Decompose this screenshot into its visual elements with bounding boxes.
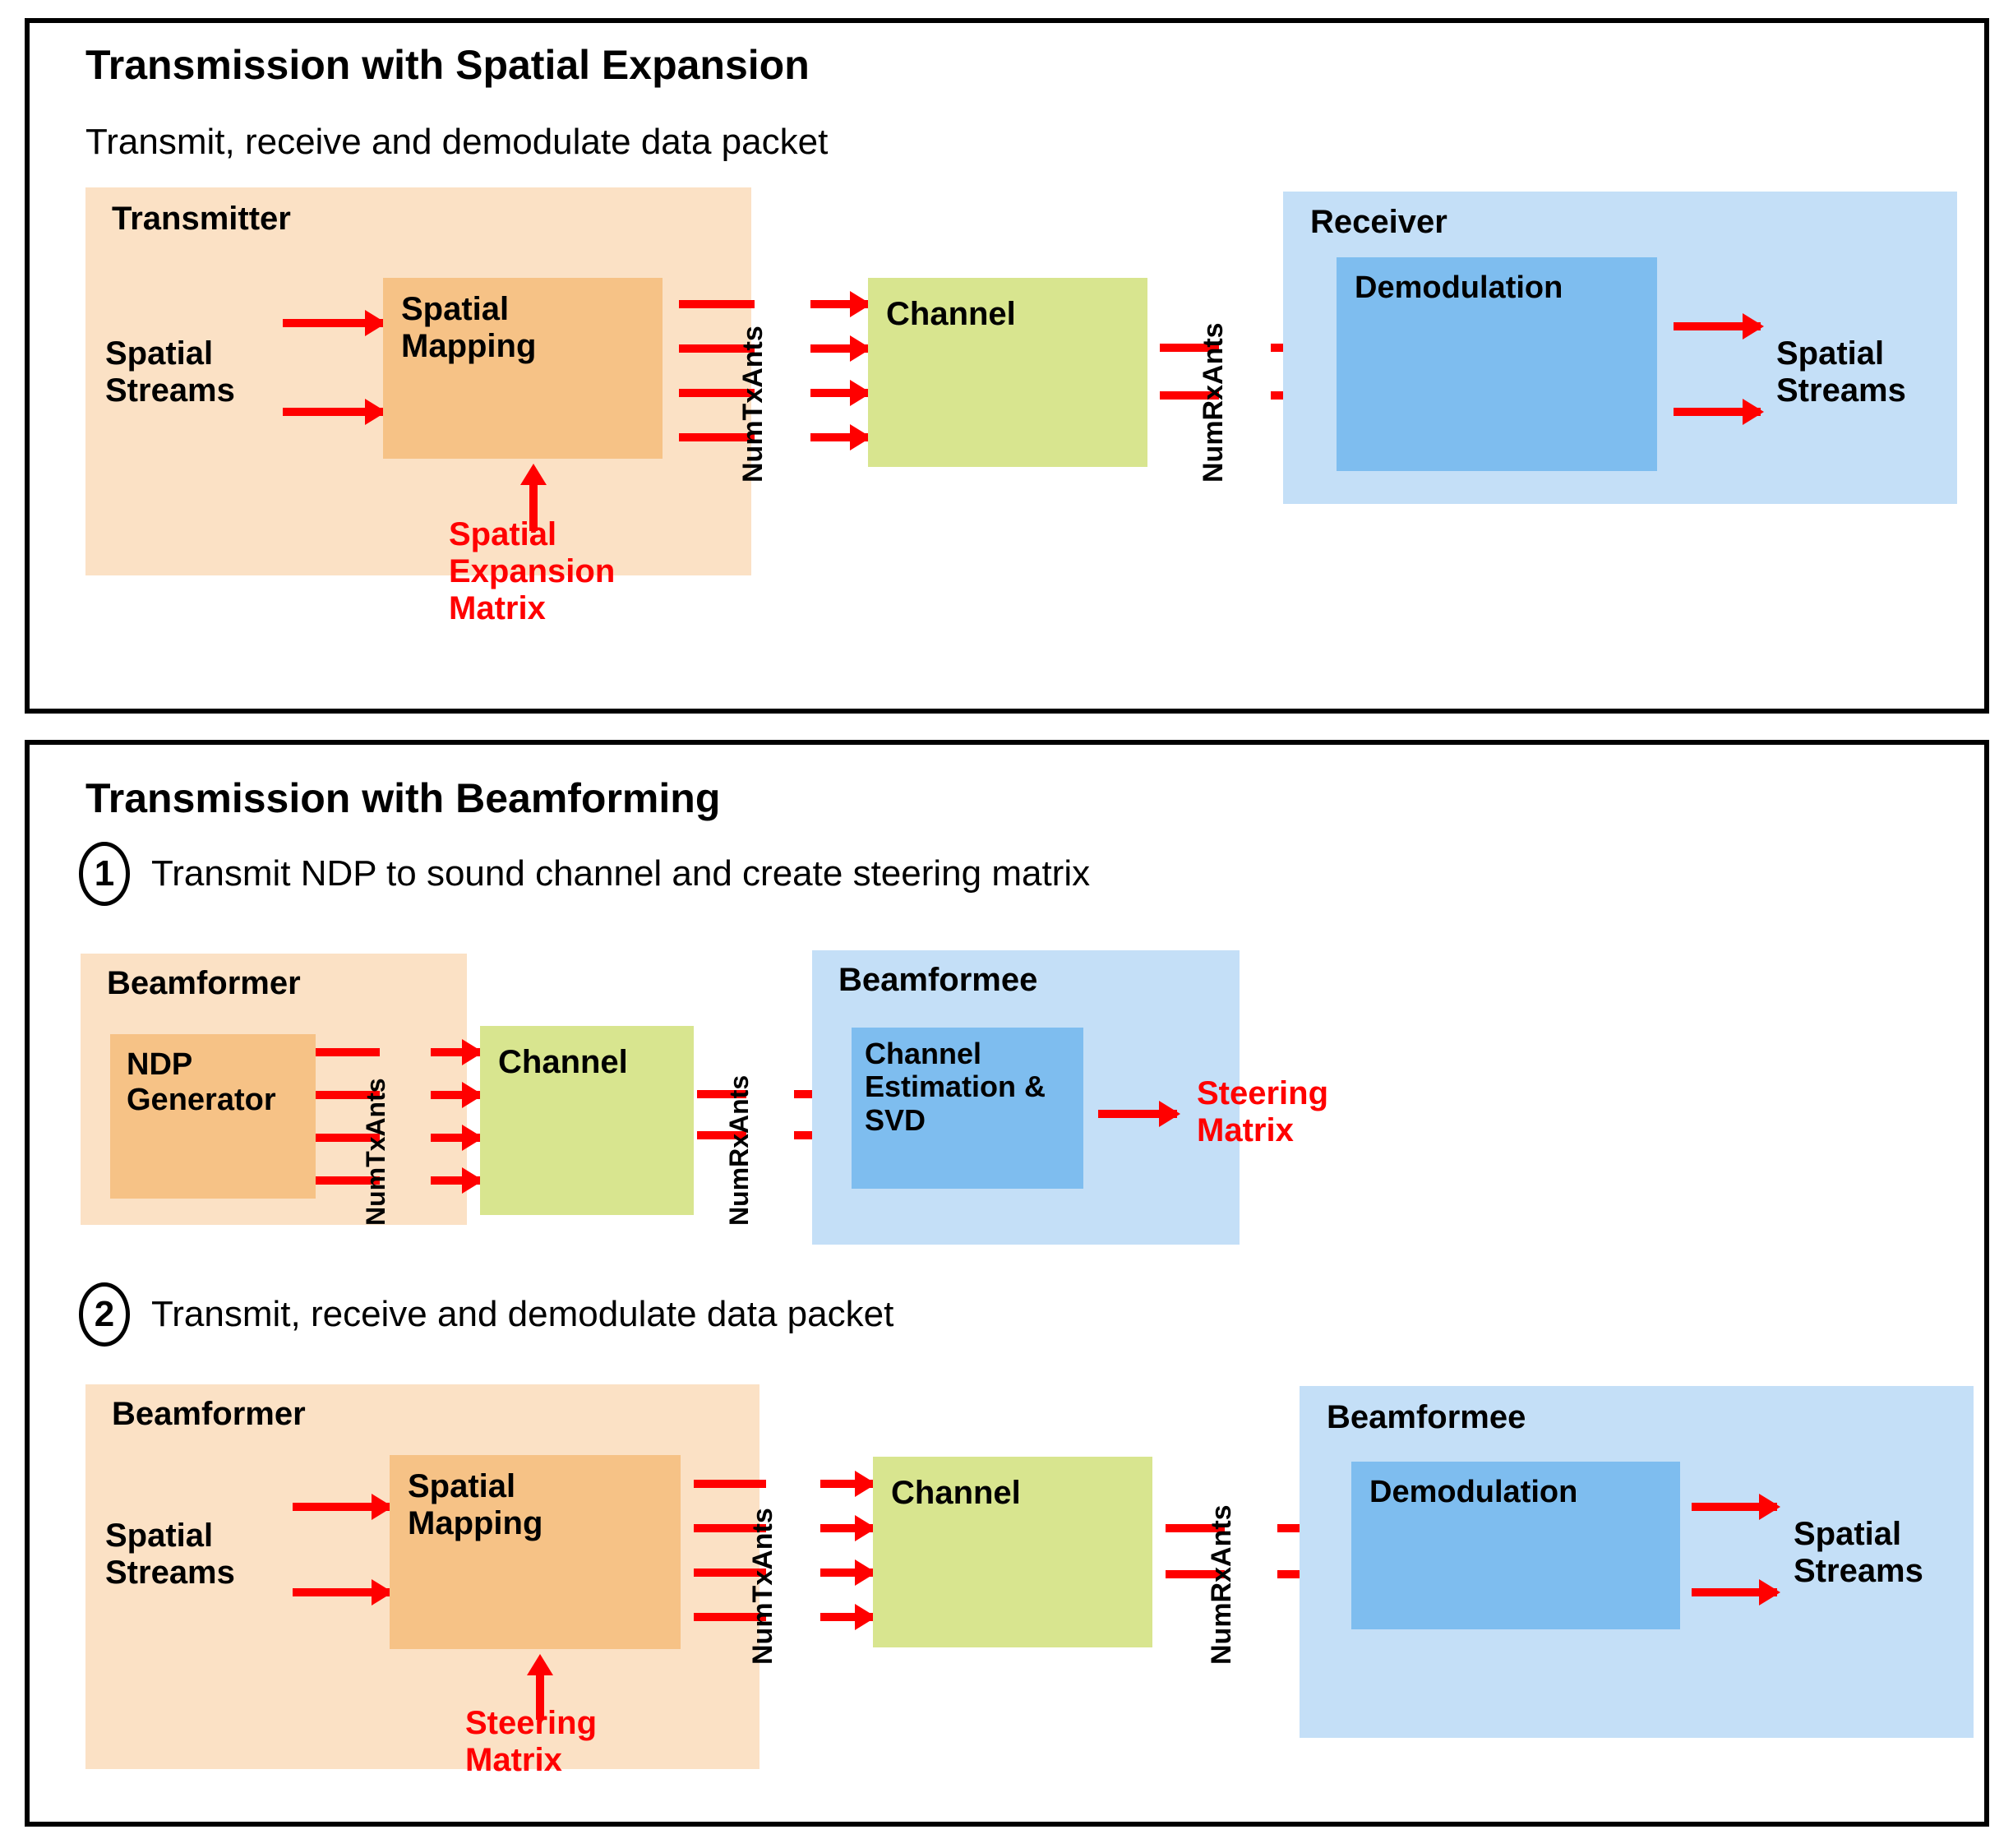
label-output-spatial-streams: Spatial Streams <box>1776 335 1906 409</box>
s2-zone-label-beamformer: Beamformer <box>112 1396 306 1432</box>
arrow-spatial-expansion-matrix <box>529 482 538 531</box>
panel-subtitle-spatial-expansion: Transmit, receive and demodulate data pa… <box>85 122 829 162</box>
step-2: 2 Transmit, receive and demodulate data … <box>79 1282 893 1347</box>
arrow-tx-ant-1 <box>810 300 868 308</box>
s1-arrow-tx-ant-1 <box>431 1048 480 1056</box>
s1-dash-rx-ant-1 <box>697 1090 746 1098</box>
step-2-number: 2 <box>79 1282 130 1347</box>
dash-tx-ant-1 <box>679 300 755 308</box>
s1-arrow-tx-ant-3 <box>431 1134 480 1142</box>
s2-label-num-rx-ants: NumRxAnts <box>1206 1504 1237 1665</box>
s2-dash-tx-ant-2 <box>694 1524 766 1532</box>
s2-label-num-tx-ants: NumTxAnts <box>747 1508 778 1665</box>
label-num-rx-ants: NumRxAnts <box>1198 322 1229 483</box>
s2-arrow-tx-ant-2 <box>820 1524 873 1532</box>
s1-label-num-rx-ants: NumRxAnts <box>724 1074 754 1226</box>
arrow-stream-1-out <box>1674 322 1761 330</box>
step-1-number: 1 <box>79 842 130 906</box>
s2-block-spatial-mapping: Spatial Mapping <box>390 1455 681 1649</box>
block-channel: Channel <box>868 278 1147 467</box>
s2-block-channel: Channel <box>873 1457 1152 1647</box>
block-spatial-mapping: Spatial Mapping <box>383 278 663 459</box>
s2-arrow-stream-2-in <box>293 1588 390 1596</box>
panel-spatial-expansion: Transmission with Spatial Expansion Tran… <box>25 18 1989 714</box>
s1-arrow-tx-ant-4 <box>431 1176 480 1185</box>
step-1: 1 Transmit NDP to sound channel and crea… <box>79 842 1090 906</box>
step-2-text: Transmit, receive and demodulate data pa… <box>151 1294 894 1334</box>
s1-dash-rx-ant-2 <box>697 1131 746 1139</box>
label-num-tx-ants: NumTxAnts <box>737 326 769 483</box>
s2-arrow-stream-2-out <box>1692 1588 1777 1596</box>
s2-label-output-spatial-streams: Spatial Streams <box>1794 1516 1923 1589</box>
block-label-spatial-mapping: Spatial Mapping <box>401 291 537 364</box>
panel-beamforming: Transmission with Beamforming 1 Transmit… <box>25 740 1989 1827</box>
s2-zone-label-beamformee: Beamformee <box>1327 1399 1526 1435</box>
arrow-tx-ant-3 <box>810 389 868 397</box>
s1-label-num-tx-ants: NumTxAnts <box>361 1078 390 1226</box>
s1-arrow-tx-ant-2 <box>431 1091 480 1099</box>
s2-arrow-tx-ant-1 <box>820 1480 873 1488</box>
s1-block-label-channel: Channel <box>498 1044 628 1080</box>
s2-arrow-stream-1-in <box>293 1503 390 1511</box>
s2-block-label-demodulation: Demodulation <box>1369 1475 1578 1509</box>
dash-tx-ant-3 <box>679 389 755 397</box>
arrow-stream-2-in <box>283 408 383 416</box>
s1-block-channel: Channel <box>480 1026 694 1215</box>
s1-block-channel-estimation-svd: Channel Estimation & SVD <box>852 1028 1083 1189</box>
s2-arrow-stream-1-out <box>1692 1503 1777 1511</box>
s1-zone-label-beamformer: Beamformer <box>107 965 301 1001</box>
dash-rx-ant-1 <box>1160 344 1219 352</box>
s2-arrow-tx-ant-4 <box>820 1613 873 1621</box>
s2-dash-tx-ant-3 <box>694 1568 766 1577</box>
block-label-demodulation: Demodulation <box>1355 270 1563 305</box>
zone-label-transmitter: Transmitter <box>112 201 291 237</box>
s2-arrow-steering-matrix <box>536 1672 544 1720</box>
s1-block-label-ndp-generator: NDP Generator <box>127 1047 276 1117</box>
arrow-stream-1-in <box>283 319 383 327</box>
arrow-tx-ant-2 <box>810 344 868 353</box>
s2-block-label-spatial-mapping: Spatial Mapping <box>408 1468 543 1541</box>
s2-dash-rx-ant-1 <box>1166 1524 1225 1532</box>
arrow-tx-ant-4 <box>810 433 868 441</box>
panel-title-beamforming: Transmission with Beamforming <box>85 775 721 821</box>
s2-block-label-channel: Channel <box>891 1475 1021 1511</box>
dash-tx-ant-2 <box>679 344 755 353</box>
s2-dash-tx-ant-1 <box>694 1480 766 1488</box>
block-demodulation: Demodulation <box>1337 257 1657 471</box>
label-input-spatial-streams: Spatial Streams <box>105 335 235 409</box>
label-spatial-expansion-matrix: Spatial Expansion Matrix <box>449 516 616 626</box>
s1-block-label-channel-estimation-svd: Channel Estimation & SVD <box>865 1037 1046 1137</box>
arrow-stream-2-out <box>1674 408 1761 416</box>
block-label-channel: Channel <box>886 296 1016 332</box>
s1-dash-tx-ant-2 <box>316 1091 380 1099</box>
s1-dash-tx-ant-1 <box>316 1048 380 1056</box>
panel-title-spatial-expansion: Transmission with Spatial Expansion <box>85 42 810 88</box>
dash-rx-ant-2 <box>1160 391 1219 400</box>
s1-dash-tx-ant-4 <box>316 1176 380 1185</box>
s1-block-ndp-generator: NDP Generator <box>110 1034 316 1199</box>
dash-tx-ant-4 <box>679 433 755 441</box>
s1-arrow-steering-matrix <box>1098 1110 1177 1118</box>
step-1-text: Transmit NDP to sound channel and create… <box>151 853 1091 894</box>
s2-dash-rx-ant-2 <box>1166 1570 1225 1578</box>
s1-dash-tx-ant-3 <box>316 1134 380 1142</box>
s1-zone-label-beamformee: Beamformee <box>838 962 1038 998</box>
s2-label-input-spatial-streams: Spatial Streams <box>105 1518 235 1591</box>
zone-label-receiver: Receiver <box>1310 204 1447 240</box>
s2-dash-tx-ant-4 <box>694 1613 766 1621</box>
s2-label-steering-matrix: Steering Matrix <box>465 1705 598 1778</box>
s2-block-demodulation: Demodulation <box>1351 1462 1680 1629</box>
s1-label-steering-matrix: Steering Matrix <box>1197 1075 1329 1148</box>
s2-arrow-tx-ant-3 <box>820 1568 873 1577</box>
